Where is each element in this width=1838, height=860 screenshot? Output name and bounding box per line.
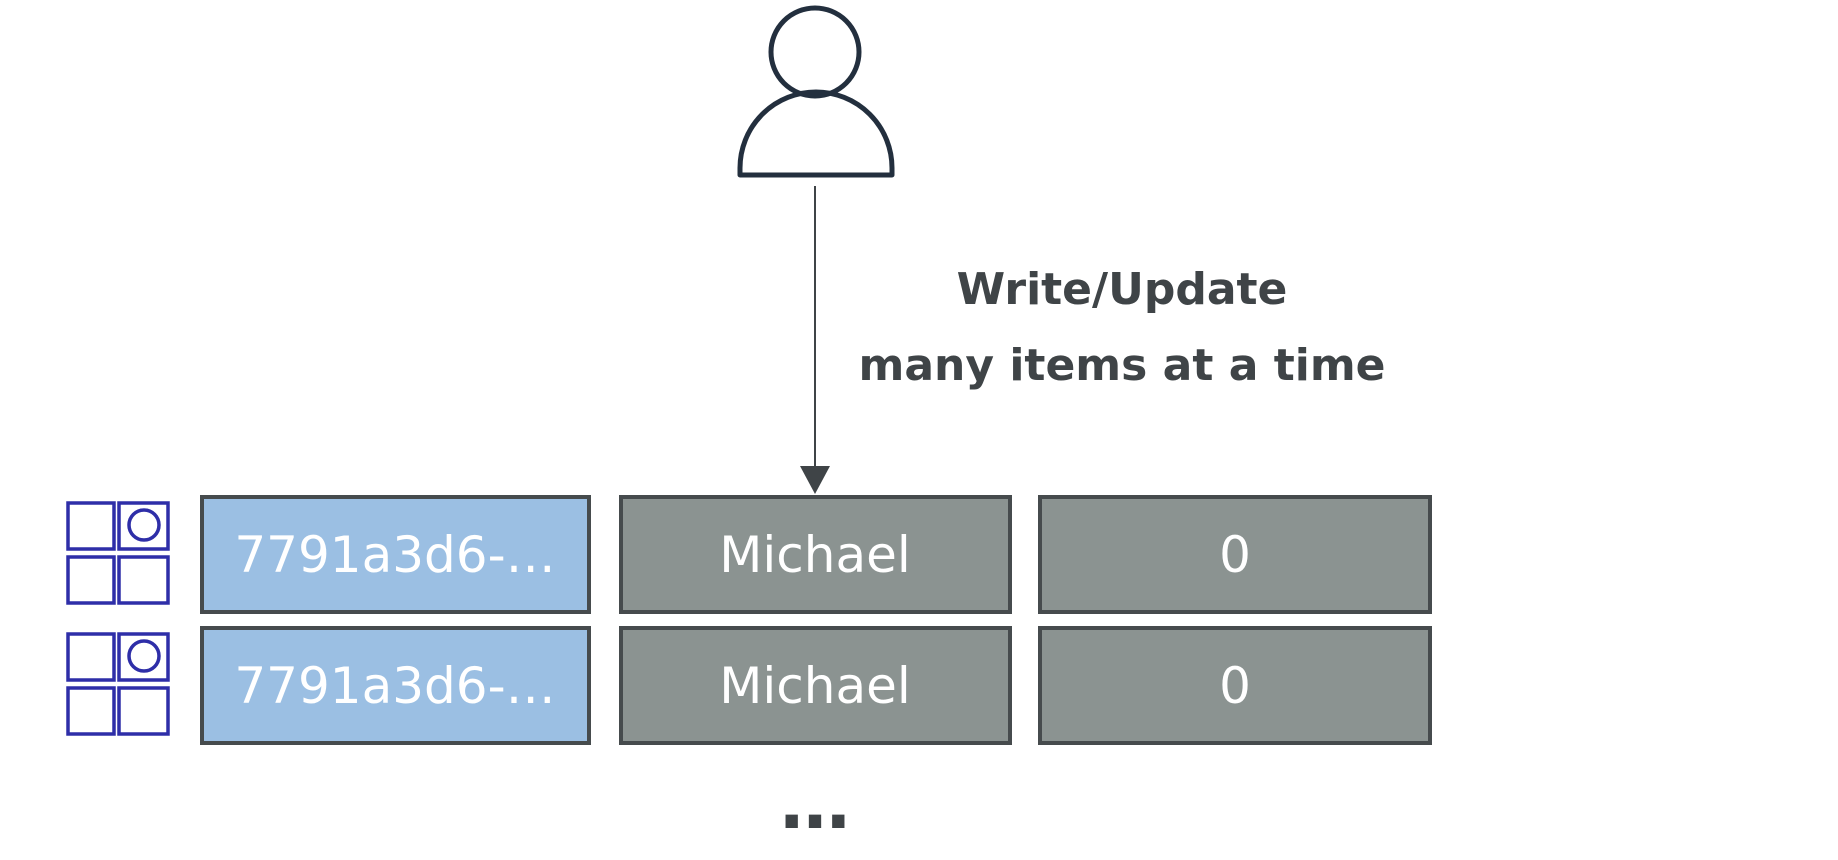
count-value: 0 xyxy=(1219,526,1251,584)
dynamodb-item-icon xyxy=(66,501,170,605)
count-cell xyxy=(1038,626,1432,745)
operation-label-line2: many items at a time xyxy=(858,340,1385,391)
name-value: Michael xyxy=(719,526,911,584)
key-value: 7791a3d6-… xyxy=(234,526,555,584)
name-cell xyxy=(619,495,1012,614)
count-cell xyxy=(1038,495,1432,614)
user-icon xyxy=(737,5,895,178)
name-value: Michael xyxy=(719,657,911,715)
count-value: 0 xyxy=(1219,657,1251,715)
write-arrow xyxy=(800,186,830,494)
dynamodb-item-icon xyxy=(66,632,170,736)
table-row: 7791a3d6-… Michael 0 xyxy=(66,626,1432,745)
name-cell xyxy=(619,626,1012,745)
operation-label-line1: Write/Update xyxy=(957,264,1288,315)
table-row: 7791a3d6-… Michael 0 xyxy=(66,495,1432,614)
key-value: 7791a3d6-… xyxy=(234,657,555,715)
more-items-ellipsis: … xyxy=(780,763,850,845)
key-cell xyxy=(200,495,591,614)
key-cell xyxy=(200,626,591,745)
